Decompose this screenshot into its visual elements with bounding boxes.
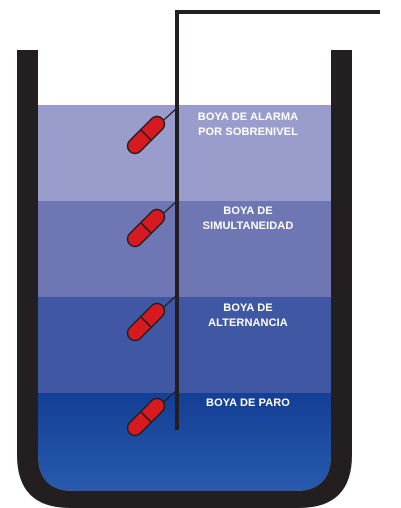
- level-band-stop: [38, 393, 331, 491]
- float-simultaneity: [126, 200, 178, 248]
- level-band-alternation: [38, 297, 331, 393]
- label-alternation-float: BOYA DE ALTERNANCIA: [208, 302, 288, 329]
- float-alarm: [126, 107, 178, 155]
- float-stop: [126, 389, 178, 437]
- label-stop-float: BOYA DE PARO: [206, 397, 290, 409]
- level-band-alarm: [38, 105, 331, 201]
- main-cable: [175, 10, 380, 430]
- level-band-simultaneity: [38, 201, 331, 297]
- label-simultaneity-float: BOYA DE SIMULTANEIDAD: [202, 205, 294, 232]
- label-alarm-float: BOYA DE ALARMA POR SOBRENIVEL: [197, 111, 299, 138]
- float-alternation: [126, 294, 178, 342]
